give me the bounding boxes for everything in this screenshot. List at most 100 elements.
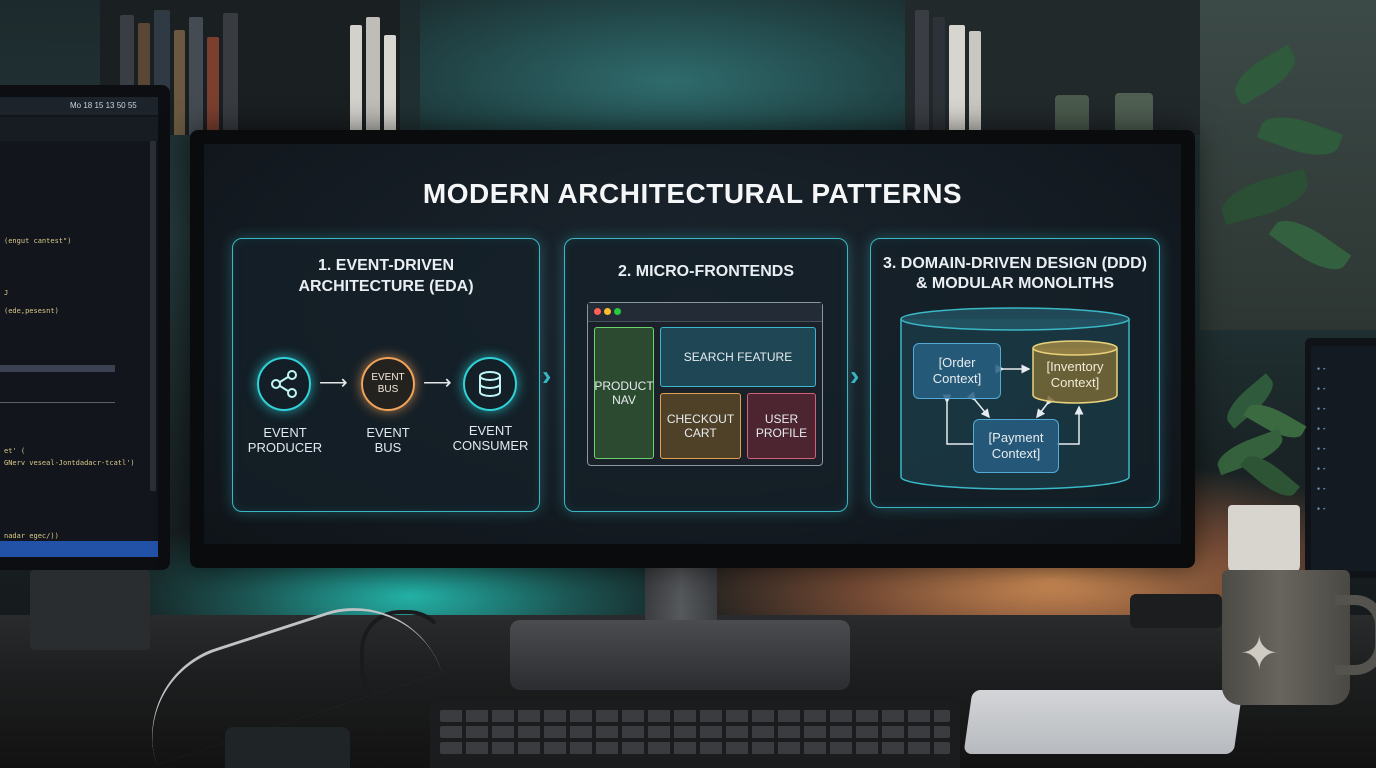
left-toolbar	[0, 117, 158, 141]
label-line: EVENT	[371, 372, 405, 383]
code-line: (ede,pesesnt)	[4, 307, 59, 315]
sparkle-icon: ✦	[1240, 627, 1279, 679]
inventory-cylinder	[1032, 340, 1118, 404]
context-connectors	[942, 364, 1084, 445]
left-monitor: Mo 18 15 13 50 55 (engut cantest") J (ed…	[0, 85, 170, 570]
label-line: CONSUMER	[452, 438, 529, 453]
left-monitor-stand	[30, 570, 150, 650]
file-tree-row: ▪ ▸	[1317, 386, 1327, 392]
database-icon	[479, 371, 501, 397]
file-tree-row: ▪ ▸	[1317, 406, 1327, 412]
producer-label: EVENT PRODUCER	[235, 425, 335, 455]
trackpad[interactable]	[963, 690, 1243, 754]
code-line: et' (	[4, 447, 26, 455]
consumer-label: EVENT CONSUMER	[443, 423, 538, 453]
taskbar	[0, 541, 158, 557]
label-line: PROFILE	[755, 426, 808, 440]
event-producer-node	[257, 357, 311, 411]
panel-title-line: 2. MICRO-FRONTENDS	[618, 263, 794, 280]
coffee-mug	[1222, 570, 1350, 705]
label-line: CART	[684, 426, 717, 440]
small-device	[1130, 594, 1222, 628]
panel-event-driven: 1. EVENT-DRIVEN ARCHITECTURE (EDA) EVENT…	[232, 238, 540, 512]
inventory-context-box: [Inventory Context]	[1031, 339, 1119, 405]
key-row	[440, 710, 950, 722]
file-tree-row: ▪ ▸	[1317, 446, 1327, 452]
monitor-stand-base	[510, 620, 850, 690]
label-line: [Payment	[988, 430, 1044, 445]
label-line: [Inventory	[1046, 359, 1104, 374]
phone	[225, 727, 350, 768]
bookshelf-right	[905, 0, 1205, 135]
file-tree-row: ▪ ▸	[1317, 506, 1327, 512]
label-line: NAV	[612, 393, 636, 407]
event-bus-node: EVENT BUS	[361, 357, 415, 411]
code-line: nadar egec/))	[4, 532, 59, 540]
browser-titlebar	[588, 303, 822, 322]
key-row	[440, 726, 950, 738]
left-menubar: Mo 18 15 13 50 55	[0, 97, 158, 115]
search-feature-block: SEARCH FEATURE	[660, 327, 816, 387]
monitor-stand-neck	[645, 560, 717, 630]
bus-inner-label: EVENT BUS	[363, 372, 413, 396]
wall-background	[420, 0, 920, 135]
minimize-dot-icon	[604, 308, 611, 315]
panel-title-line: ARCHITECTURE (EDA)	[298, 278, 474, 295]
keyboard[interactable]	[430, 700, 960, 768]
maximize-dot-icon	[614, 308, 621, 315]
label-line: Context]	[991, 446, 1041, 461]
panel-title-line: & MODULAR MONOLITHS	[915, 275, 1115, 292]
left-monitor-screen: Mo 18 15 13 50 55 (engut cantest") J (ed…	[0, 97, 158, 557]
code-line: GNerv veseal-Jontdadacr-tcatl')	[4, 459, 135, 467]
label-line: SEARCH FEATURE	[683, 350, 793, 364]
event-consumer-node	[463, 357, 517, 411]
code-line: (engut cantest")	[4, 237, 72, 245]
label-line: Context]	[1050, 375, 1100, 390]
label-line: PRODUCER	[247, 440, 323, 455]
mug-handle	[1335, 595, 1376, 675]
file-tree-row: ▪ ▸	[1317, 366, 1327, 372]
label-line: EVENT	[468, 423, 513, 438]
label-line: PRODUCT	[594, 379, 654, 393]
editor-highlight	[0, 365, 115, 372]
file-tree-row: ▪ ▸	[1317, 486, 1327, 492]
key-row	[440, 742, 950, 754]
plant-pot	[1228, 505, 1300, 575]
potted-plant	[1210, 370, 1310, 510]
chevron-right-icon: ›	[850, 360, 860, 391]
inventory-label: [Inventory Context]	[1031, 359, 1119, 391]
scrollbar[interactable]	[150, 141, 156, 491]
menubar-clock: Mo 18 15 13 50 55	[70, 101, 137, 110]
label-line: BUS	[374, 440, 402, 455]
panel-title-line: 1. EVENT-DRIVEN	[317, 257, 455, 274]
code-line: J	[4, 289, 9, 297]
bus-label: EVENT BUS	[348, 425, 428, 455]
slide-title: MODERN ARCHITECTURAL PATTERNS	[422, 178, 963, 209]
arrow-right-icon: ⟶	[423, 372, 452, 394]
file-tree-row: ▪ ▸	[1317, 426, 1327, 432]
file-tree-row: ▪ ▸	[1317, 466, 1327, 472]
panel-domain-driven-design: 3. DOMAIN-DRIVEN DESIGN (DDD) & MODULAR …	[870, 238, 1160, 508]
share-icon	[271, 370, 297, 398]
chevron-right-icon: ›	[542, 360, 552, 391]
arrow-right-icon: ⟶	[319, 372, 348, 394]
laptop-screen: ▪ ▸ ▪ ▸ ▪ ▸ ▪ ▸ ▪ ▸ ▪ ▸ ▪ ▸ ▪ ▸	[1311, 346, 1376, 571]
label-line: [Order	[938, 355, 976, 370]
window-background	[1200, 0, 1376, 330]
close-dot-icon	[594, 308, 601, 315]
slide-screen: MODERN ARCHITECTURAL PATTERNS 1. EVENT-D…	[204, 144, 1181, 544]
label-line: USER	[764, 412, 799, 426]
laptop: ▪ ▸ ▪ ▸ ▪ ▸ ▪ ▸ ▪ ▸ ▪ ▸ ▪ ▸ ▪ ▸	[1305, 338, 1376, 578]
label-line: Context]	[932, 371, 982, 386]
label-line: EVENT	[366, 425, 410, 440]
main-monitor: MODERN ARCHITECTURAL PATTERNS 1. EVENT-D…	[190, 130, 1195, 568]
panel-title-line: 3. DOMAIN-DRIVEN DESIGN (DDD)	[882, 255, 1147, 272]
editor-divider	[0, 402, 115, 403]
